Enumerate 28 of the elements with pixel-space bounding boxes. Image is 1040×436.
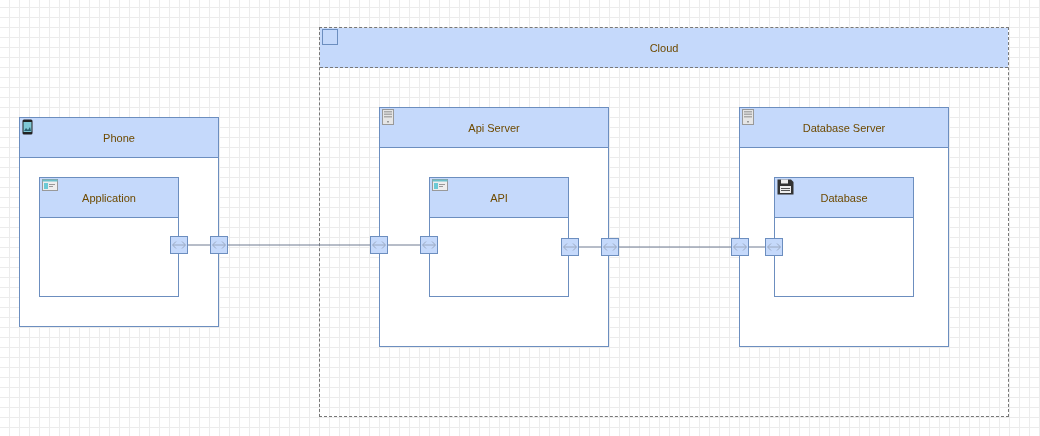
component-title: Phone: [103, 131, 135, 144]
connector-line: [578, 246, 602, 248]
connector-line: [227, 244, 371, 246]
port-box: [370, 236, 388, 254]
port-box: [420, 236, 438, 254]
port-box: [561, 238, 579, 256]
port-box: [731, 238, 749, 256]
port-box: [601, 238, 619, 256]
port-box: [170, 236, 188, 254]
component-box: [774, 177, 914, 297]
component-box: [739, 107, 949, 347]
component-title: Application: [82, 191, 136, 204]
component-title: Database: [820, 191, 868, 204]
component-title: Database Server: [802, 121, 886, 134]
component-box: [19, 117, 219, 327]
component-box: [379, 107, 609, 347]
component-box: [429, 177, 569, 297]
boundary-box: [319, 27, 1009, 417]
component-title: Api Server: [468, 121, 520, 134]
component-box: [39, 177, 179, 297]
port-box: [210, 236, 228, 254]
port-box: [765, 238, 783, 256]
connector-line: [387, 244, 421, 246]
component-title: Cloud: [649, 41, 679, 54]
component-title: API: [490, 191, 508, 204]
connector-line: [748, 246, 766, 248]
connector-line: [618, 246, 732, 248]
connector-line: [187, 244, 211, 246]
